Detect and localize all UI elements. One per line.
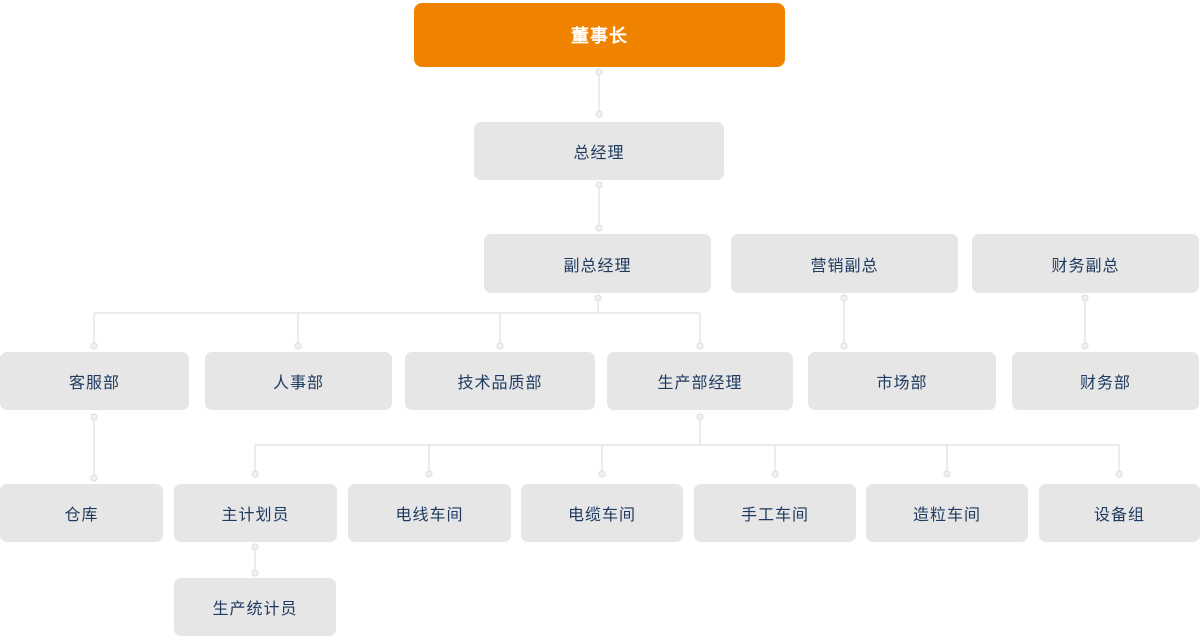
node-equipment-group[interactable]: 设备组 bbox=[1039, 484, 1200, 542]
node-label: 副总经理 bbox=[563, 257, 632, 275]
node-label: 仓库 bbox=[64, 507, 99, 524]
node-cable-workshop[interactable]: 电缆车间 bbox=[521, 484, 683, 542]
node-market-dept[interactable]: 市场部 bbox=[808, 352, 996, 410]
node-manual-workshop[interactable]: 手工车间 bbox=[694, 484, 856, 542]
node-label: 营销副总 bbox=[810, 257, 879, 275]
connector-chief-planner-statistician bbox=[251, 543, 259, 577]
node-hr[interactable]: 人事部 bbox=[205, 352, 392, 410]
node-label: 生产统计员 bbox=[212, 601, 298, 618]
node-label: 电缆车间 bbox=[567, 507, 636, 524]
node-granulation-workshop[interactable]: 造粒车间 bbox=[866, 484, 1028, 542]
node-deputy-gm[interactable]: 副总经理 bbox=[484, 234, 711, 293]
connector-chairman-general-manager bbox=[595, 68, 603, 118]
node-label: 财务副总 bbox=[1051, 257, 1120, 275]
node-chief-planner[interactable]: 主计划员 bbox=[174, 484, 337, 542]
node-label: 客服部 bbox=[68, 375, 120, 392]
node-production-manager[interactable]: 生产部经理 bbox=[607, 352, 793, 410]
connector-customer-service-warehouse bbox=[90, 413, 98, 482]
node-label: 董事长 bbox=[571, 26, 628, 46]
node-label: 设备组 bbox=[1093, 507, 1145, 524]
node-warehouse[interactable]: 仓库 bbox=[0, 484, 163, 542]
node-production-statistician[interactable]: 生产统计员 bbox=[174, 578, 336, 636]
node-label: 总经理 bbox=[573, 145, 625, 162]
connector-general-manager-deputy-gm bbox=[595, 181, 603, 232]
node-label: 人事部 bbox=[272, 375, 324, 392]
node-label: 主计划员 bbox=[221, 507, 290, 524]
node-customer-service[interactable]: 客服部 bbox=[0, 352, 189, 410]
node-finance-vp[interactable]: 财务副总 bbox=[972, 234, 1199, 293]
node-marketing-vp[interactable]: 营销副总 bbox=[731, 234, 958, 293]
connector-deputy-gm-branch bbox=[90, 294, 704, 350]
node-label: 市场部 bbox=[876, 375, 928, 392]
node-label: 手工车间 bbox=[740, 507, 809, 524]
connector-production-manager-branch bbox=[251, 413, 1123, 478]
node-finance-dept[interactable]: 财务部 bbox=[1012, 352, 1199, 410]
node-label: 技术品质部 bbox=[457, 375, 543, 392]
connector-marketing-vp-market-dept bbox=[840, 294, 848, 350]
node-wire-workshop[interactable]: 电线车间 bbox=[348, 484, 511, 542]
node-label: 造粒车间 bbox=[912, 507, 981, 524]
node-label: 生产部经理 bbox=[657, 375, 743, 392]
node-tech-quality[interactable]: 技术品质部 bbox=[405, 352, 595, 410]
node-general-manager[interactable]: 总经理 bbox=[474, 122, 724, 180]
connector-finance-vp-finance-dept bbox=[1081, 294, 1089, 350]
node-chairman[interactable]: 董事长 bbox=[414, 3, 785, 67]
node-label: 电线车间 bbox=[395, 507, 464, 524]
node-label: 财务部 bbox=[1079, 375, 1131, 392]
